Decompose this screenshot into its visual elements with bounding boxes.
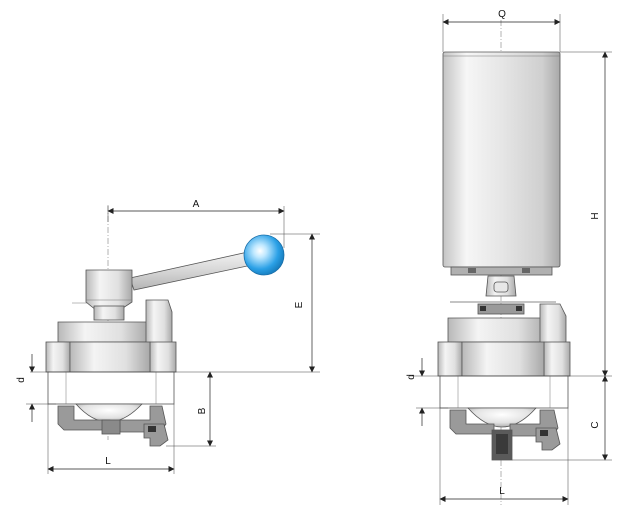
actuator-cylinder [442,51,561,268]
actuator-base [450,266,553,276]
right-end-connection [149,341,177,373]
handle-knob [243,234,285,276]
right-dim-l-label: L [499,486,505,497]
handle-hub [85,269,133,311]
right-valve-view: Q H C d L [406,9,612,505]
dim-b-label: B [197,407,208,414]
right-clamp-left [449,409,495,435]
clamp-pin [148,426,156,432]
valve-lower-frame [47,371,175,405]
right-right-end-connection [543,341,571,377]
left-end-connection [45,341,71,373]
valve-body-center [69,341,151,373]
dim-a-label: A [193,199,200,210]
dim-h-label: H [590,212,601,219]
right-valve-ball [467,407,537,428]
dim-c-label: C [590,421,601,428]
bottom-nut [101,419,121,435]
valve-body-upper [57,321,149,343]
mounting-bracket [477,303,525,315]
dim-d-label: d [16,377,27,383]
right-dim-d-label: d [406,374,417,380]
left-valve-view: A E B d L [16,199,320,474]
dim-l-label: L [105,456,111,467]
right-valve-body-upper [447,317,549,343]
valve-stem [93,305,125,321]
valve-ball [75,403,143,423]
dim-q-label: Q [498,9,506,20]
right-left-end-connection [437,341,463,377]
right-valve-body-center [461,341,545,377]
dim-e-label: E [294,301,305,308]
handle-lever [129,251,253,291]
right-valve-lower-frame [439,375,569,409]
